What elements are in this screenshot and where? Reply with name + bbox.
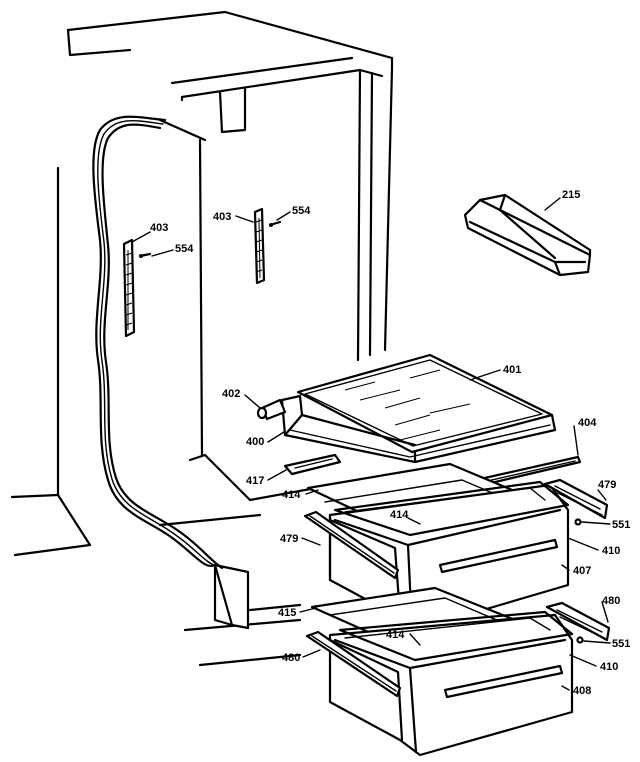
label-551-lower: 551 bbox=[612, 638, 630, 650]
label-414-b: 414 bbox=[390, 509, 409, 521]
screw-551-upper bbox=[574, 518, 582, 526]
label-415: 415 bbox=[278, 607, 296, 619]
label-414-a: 414 bbox=[282, 489, 301, 501]
label-551-upper: 551 bbox=[612, 519, 630, 531]
label-417: 417 bbox=[246, 475, 264, 487]
label-401: 401 bbox=[503, 364, 521, 376]
shelf-support-left bbox=[122, 238, 136, 338]
label-480-lower: 480 bbox=[282, 652, 300, 664]
leader-lines bbox=[131, 197, 611, 691]
glide-right-lower bbox=[545, 601, 611, 642]
label-479-left: 479 bbox=[280, 533, 298, 545]
shelf-support-right bbox=[253, 207, 266, 285]
label-554-left: 554 bbox=[175, 243, 194, 255]
shelf-frame bbox=[280, 394, 557, 464]
label-480-upper: 480 bbox=[602, 595, 620, 607]
label-403-right: 403 bbox=[213, 211, 231, 223]
pan-lower bbox=[328, 610, 574, 757]
screw-right bbox=[268, 220, 282, 227]
label-479-right: 479 bbox=[598, 479, 616, 491]
label-402: 402 bbox=[222, 388, 240, 400]
label-408: 408 bbox=[573, 685, 591, 697]
label-410-lower: 410 bbox=[600, 661, 618, 673]
label-407: 407 bbox=[573, 565, 591, 577]
screw-left bbox=[138, 252, 152, 258]
door-gasket bbox=[92, 115, 224, 570]
label-400: 400 bbox=[246, 436, 264, 448]
glide-right-upper bbox=[543, 478, 609, 520]
label-404: 404 bbox=[578, 417, 597, 429]
label-215: 215 bbox=[562, 189, 580, 201]
label-554-right: 554 bbox=[292, 205, 311, 217]
label-403-left: 403 bbox=[150, 222, 168, 234]
shelf-hook bbox=[256, 398, 287, 421]
slide-rail bbox=[283, 453, 342, 476]
screw-551-lower bbox=[576, 636, 584, 644]
refrigerator-cabinet bbox=[10, 10, 394, 667]
glide-left-upper bbox=[303, 510, 400, 580]
dairy-bin bbox=[463, 193, 592, 277]
label-410-upper: 410 bbox=[602, 545, 620, 557]
label-414-c: 414 bbox=[386, 629, 405, 641]
glide-left-lower bbox=[305, 630, 402, 698]
